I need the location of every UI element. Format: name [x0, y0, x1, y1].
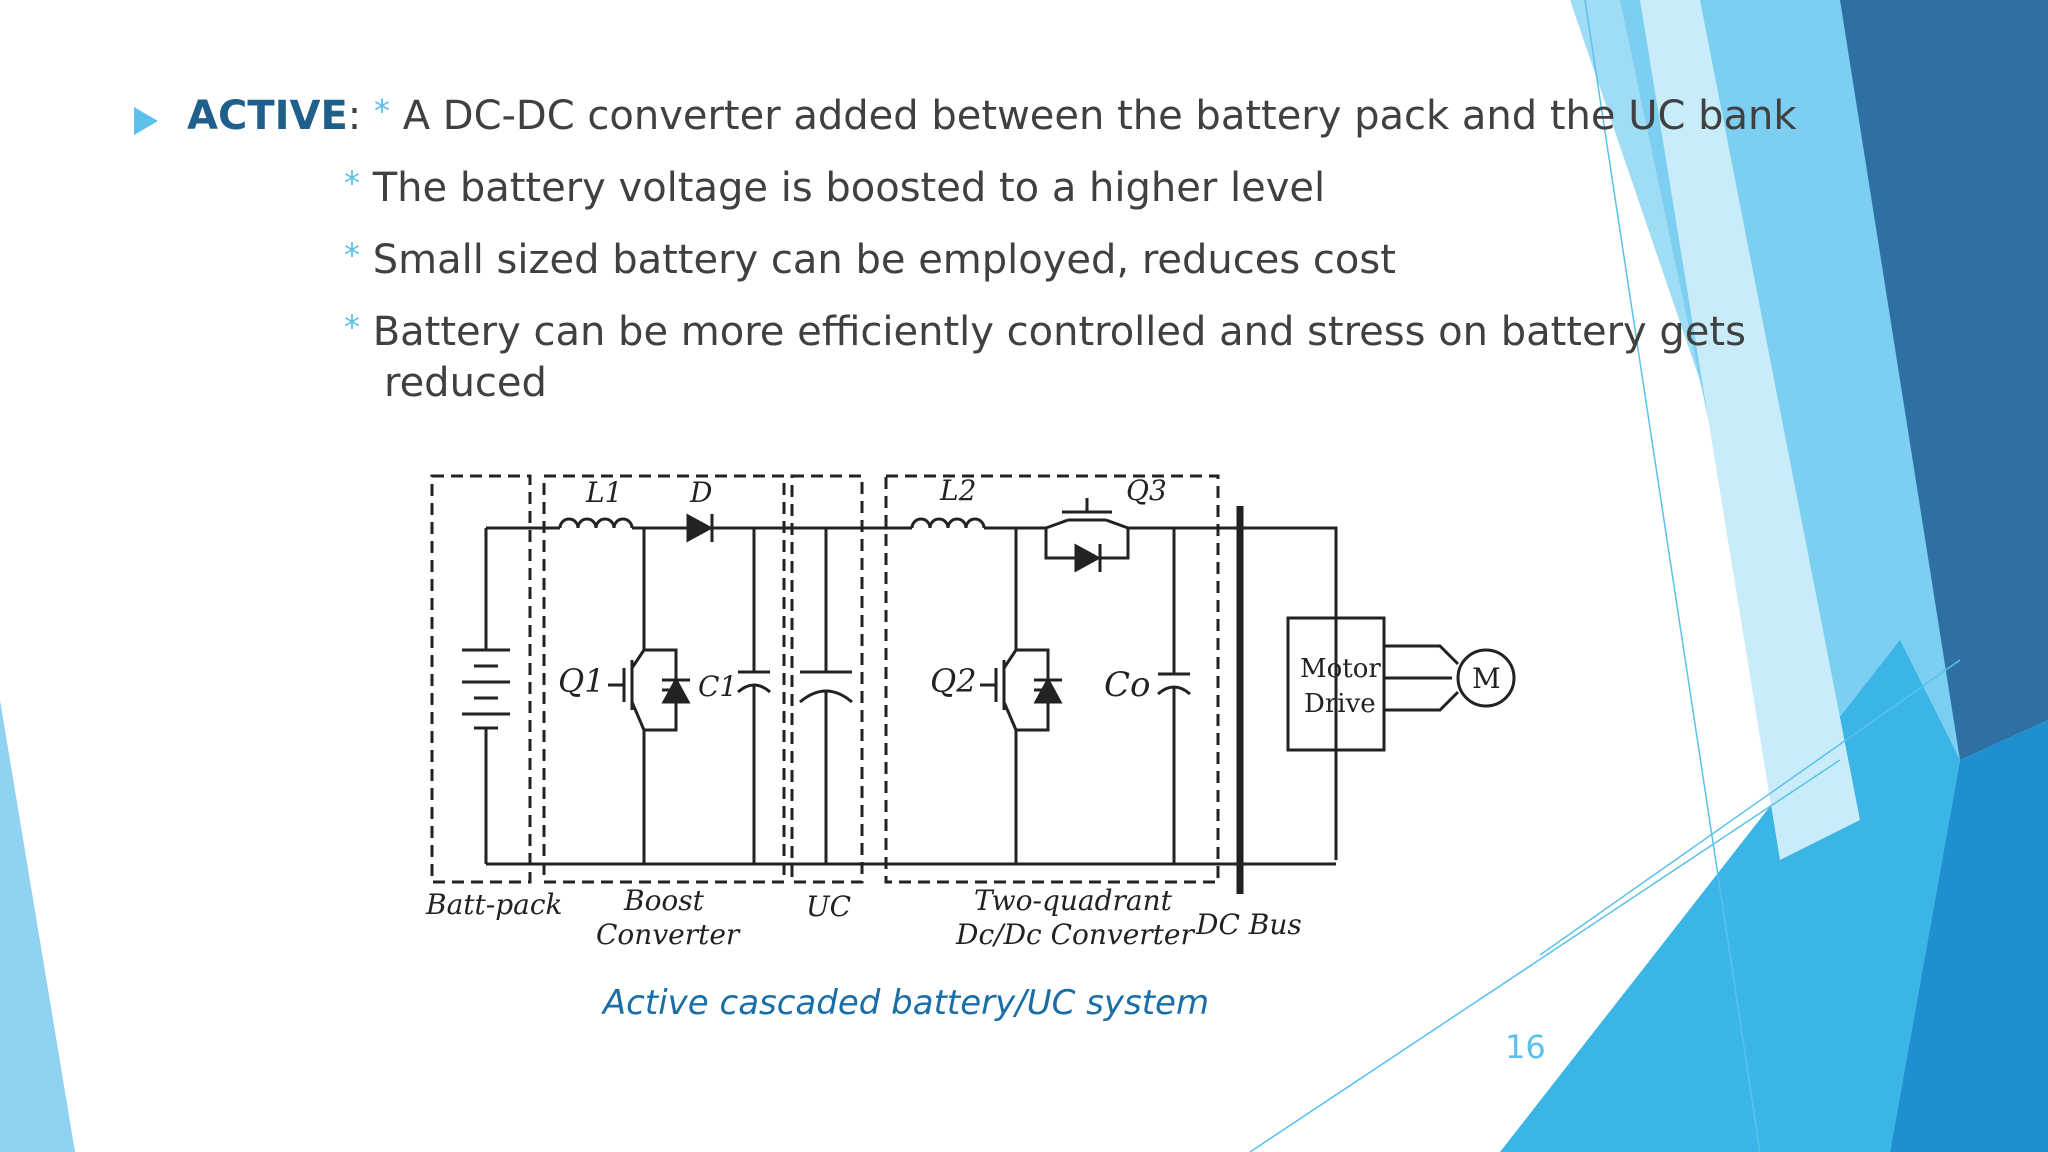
bullet-4: * Battery can be more efficiently contro…	[344, 308, 1746, 356]
label-batt-pack: Batt-pack	[425, 888, 563, 921]
star-icon: *	[344, 308, 360, 346]
right-panel-highlight	[1640, 0, 1860, 860]
label-l1: L1	[585, 476, 622, 509]
capacitor-c1	[737, 683, 771, 694]
label-two-quadrant: Two-quadrant	[974, 884, 1173, 917]
inductor-l1	[558, 517, 634, 529]
diode-d	[686, 513, 714, 543]
two-quadrant-box	[884, 474, 1220, 884]
circuit-diagram: L1 D L2 Q3 Q1 C1 Q2 Co Batt-pack Boost C…	[425, 474, 1516, 951]
label-l2: L2	[939, 474, 976, 507]
bullet-text: Battery can be more efficiently controll…	[372, 309, 1746, 355]
bullet-4-continuation: reduced	[384, 360, 547, 406]
capacitor-co	[1157, 685, 1191, 696]
label-uc: UC	[806, 890, 851, 923]
bullet-text: The battery voltage is boosted to a high…	[372, 165, 1326, 211]
igbt-q2	[1002, 649, 1018, 669]
star-icon: *	[344, 164, 360, 202]
igbt-q3	[1105, 518, 1129, 530]
igbt-q1	[630, 701, 646, 731]
wire	[1384, 690, 1460, 712]
boost-converter-box	[542, 474, 786, 884]
diode-q3	[1074, 543, 1102, 573]
bullet-separator: :	[347, 93, 362, 139]
decor-line-3	[1584, 0, 1761, 1152]
uc-box	[790, 474, 864, 884]
wire	[642, 528, 678, 692]
label-d: D	[689, 476, 712, 509]
igbt-q1	[630, 649, 646, 669]
label-q2: Q2	[930, 662, 977, 700]
label-drive: Drive	[1304, 689, 1376, 719]
bullet-keyword: ACTIVE	[187, 93, 348, 139]
bullet-triangle-icon	[134, 107, 158, 135]
label-converter: Converter	[596, 918, 741, 951]
wire	[1384, 644, 1460, 666]
igbt-q2	[1002, 701, 1018, 731]
label-dc-bus: DC Bus	[1195, 908, 1302, 941]
label-dcdc-converter: Dc/Dc Converter	[955, 918, 1196, 951]
left-accent-shape	[0, 700, 75, 1152]
diode-q1	[661, 676, 691, 704]
diode-q2	[1033, 676, 1063, 704]
label-motor: Motor	[1300, 654, 1381, 684]
bullet-2: * The battery voltage is boosted to a hi…	[344, 164, 1325, 212]
decor-line-2	[1539, 659, 1961, 956]
motor-icon	[1456, 648, 1516, 708]
label-q3: Q3	[1126, 474, 1167, 507]
page-number: 16	[1505, 1028, 1546, 1066]
wire	[1014, 528, 1050, 692]
right-panel-dark	[1840, 0, 2048, 760]
label-c1: C1	[698, 670, 737, 703]
bullet-text: A DC-DC converter added between the batt…	[402, 93, 1797, 139]
label-boost: Boost	[623, 884, 705, 917]
motor-drive-box	[1286, 616, 1386, 752]
bullet-1: ACTIVE: * A DC-DC converter added betwee…	[187, 92, 1797, 140]
right-panel-cyan	[1500, 640, 1960, 1152]
inductor-l2	[910, 517, 986, 529]
star-icon: *	[373, 92, 390, 130]
igbt-q3	[1045, 518, 1069, 530]
bullet-3: * Small sized battery can be employed, r…	[344, 236, 1396, 284]
star-icon: *	[344, 236, 360, 274]
label-m: M	[1472, 662, 1501, 695]
right-panel-blue	[1890, 720, 2048, 1152]
decor-line-1	[1249, 759, 1841, 1152]
batt-pack-box	[430, 474, 532, 884]
label-q1: Q1	[558, 662, 605, 700]
label-co: Co	[1104, 665, 1150, 705]
diagram-caption: Active cascaded battery/UC system	[602, 983, 1210, 1023]
bullet-text: Small sized battery can be employed, red…	[372, 237, 1396, 283]
